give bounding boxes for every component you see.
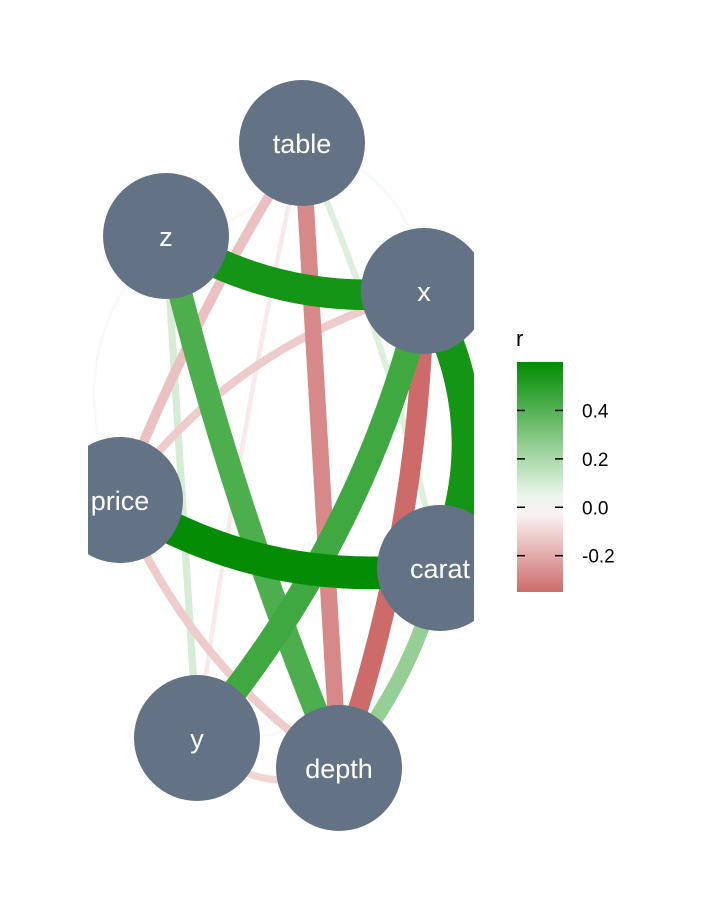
node-label-z: z	[159, 222, 173, 252]
node-circle-y	[134, 675, 260, 801]
node-label-carat: carat	[410, 554, 471, 584]
edge-z-depth	[154, 233, 350, 773]
node-circle-table	[239, 80, 365, 206]
legend-tick-label-3: -0.2	[582, 547, 615, 568]
node-circle-x	[361, 228, 474, 354]
node-circle-depth	[276, 705, 402, 831]
node-depth: depth	[276, 705, 402, 831]
node-layer: table z x price carat y depth	[88, 80, 474, 831]
color-legend: r 0.4 0.2 0.0 -0.2	[516, 326, 615, 592]
legend-tick-label-2: 0.0	[582, 498, 608, 519]
node-label-table: table	[273, 129, 332, 159]
node-circle-z	[103, 173, 229, 299]
legend-tick-label-1: 0.2	[582, 450, 608, 471]
node-price: price	[88, 437, 183, 563]
legend-tick-label-0: 0.4	[582, 401, 609, 422]
node-y: y	[134, 675, 260, 801]
edge-x-y	[187, 288, 437, 747]
node-label-x: x	[417, 277, 431, 307]
node-carat: carat	[377, 505, 474, 631]
node-z: z	[103, 173, 229, 299]
node-label-price: price	[91, 486, 150, 516]
edge-table-depth	[293, 142, 348, 769]
node-x: x	[361, 228, 474, 354]
legend-title: r	[516, 326, 523, 351]
node-circle-carat	[377, 505, 474, 631]
legend-ticks: 0.4 0.2 0.0 -0.2	[517, 401, 615, 568]
node-label-depth: depth	[305, 754, 373, 784]
node-table: table	[239, 80, 365, 206]
node-circle-price	[88, 437, 183, 563]
node-label-y: y	[190, 724, 204, 754]
legend-colorbar	[517, 362, 563, 592]
